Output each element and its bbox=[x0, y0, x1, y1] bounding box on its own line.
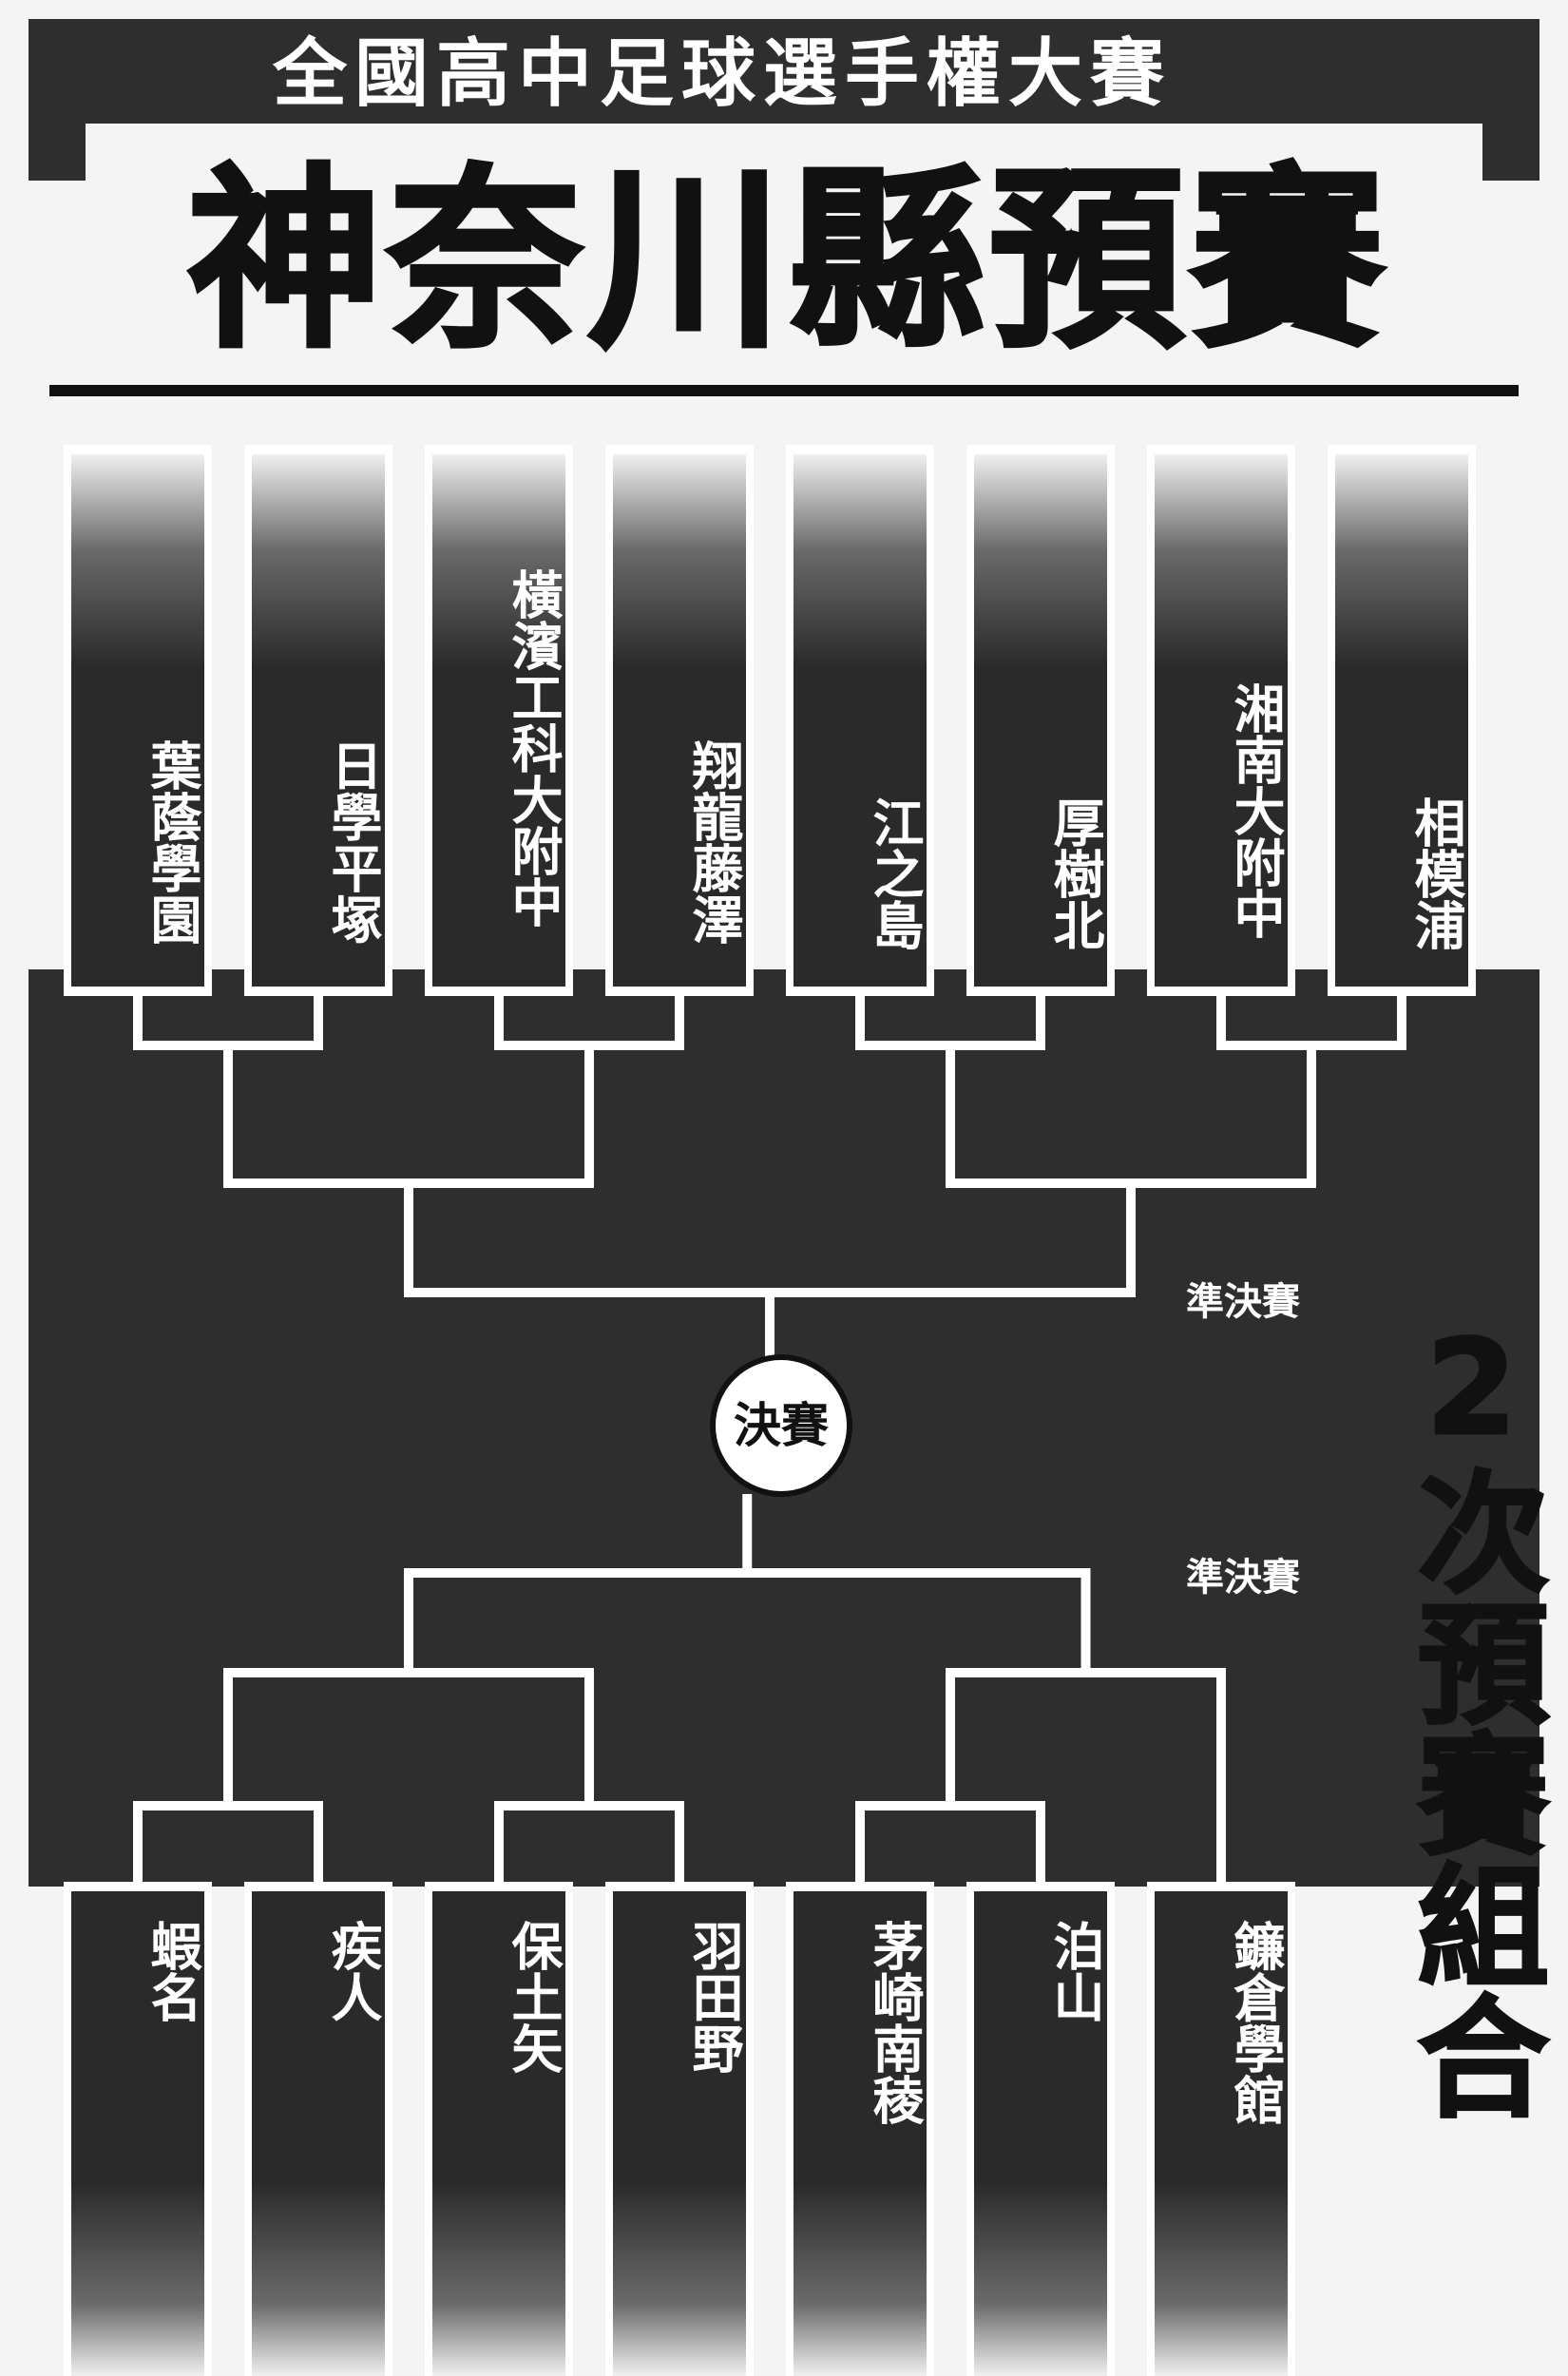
second-round-title: 2次預賽組合 bbox=[1394, 1311, 1550, 2122]
bottom-team-column bbox=[432, 1891, 565, 2376]
top-team-column bbox=[1155, 454, 1288, 987]
bottom-team-column bbox=[974, 1891, 1107, 2376]
tournament-subtitle: 全國高中足球選手權大賽 bbox=[272, 31, 1172, 117]
top-team-name: 相模浦 bbox=[1405, 796, 1465, 950]
top-team-name: 翔龍藤澤 bbox=[683, 739, 743, 945]
top-team-column bbox=[794, 454, 927, 987]
top-team-name: 日學平塚 bbox=[322, 739, 382, 945]
bottom-team-column bbox=[71, 1891, 204, 2376]
top-team-column bbox=[613, 454, 746, 987]
top-team-column bbox=[71, 454, 204, 987]
bottom-team-name: 保土矢 bbox=[503, 1920, 563, 2074]
bottom-team-column bbox=[252, 1891, 385, 2376]
header-right-notch bbox=[1482, 124, 1539, 181]
top-team-name: 湘南大附中 bbox=[1225, 682, 1285, 939]
header-dark-band bbox=[29, 19, 1539, 124]
final-circle bbox=[710, 1354, 852, 1497]
top-team-name: 橫濱工科大附中 bbox=[503, 568, 563, 928]
top-team-column bbox=[1335, 454, 1468, 987]
bracket-top-frame bbox=[49, 385, 1519, 396]
bottom-team-name: 羽田野 bbox=[683, 1920, 743, 2074]
top-team-column bbox=[974, 454, 1107, 987]
header-left-notch bbox=[29, 124, 86, 181]
top-team-name: 葉蔭學園 bbox=[142, 739, 201, 945]
header: 全國高中足球選手權大賽 神奈川縣預賽 bbox=[0, 0, 1568, 409]
bottom-team-column bbox=[1155, 1891, 1288, 2376]
bottom-team-name: 鐮倉學館 bbox=[1225, 1920, 1285, 2125]
top-team-name: 厚樹北 bbox=[1044, 796, 1104, 950]
bottom-team-name: 泊山 bbox=[1044, 1920, 1104, 2022]
top-team-name: 江之島 bbox=[864, 796, 924, 950]
tournament-title: 神奈川縣預賽 bbox=[185, 146, 1390, 376]
bottom-team-name: 疾人 bbox=[322, 1920, 382, 2022]
semifinal-label-bottom: 準決賽 bbox=[1186, 1556, 1300, 1600]
top-team-column bbox=[252, 454, 385, 987]
bottom-team-name: 茅崎南稜 bbox=[864, 1920, 924, 2125]
bottom-team-name: 蝦名 bbox=[142, 1920, 201, 2022]
final-label: 決賽 bbox=[734, 1398, 829, 1453]
top-team-column bbox=[432, 454, 565, 987]
bottom-team-column bbox=[794, 1891, 927, 2376]
semifinal-label-top: 準決賽 bbox=[1186, 1280, 1300, 1324]
bottom-team-column bbox=[613, 1891, 746, 2376]
